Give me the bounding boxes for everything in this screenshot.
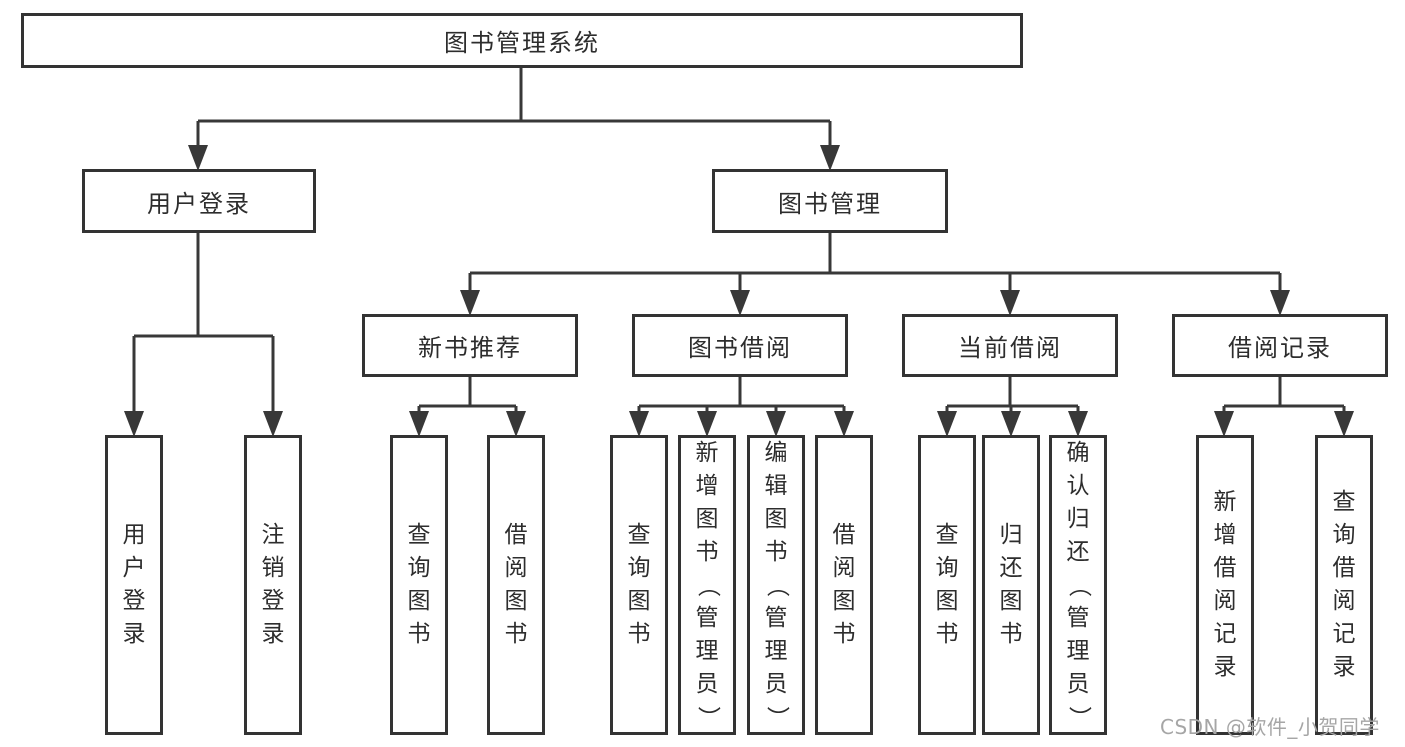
node-label: 新书推荐 bbox=[418, 334, 522, 362]
leaf-query-books-recommend: 查询图书 bbox=[390, 435, 448, 735]
node-label: 新增借阅记录 bbox=[1213, 489, 1237, 680]
node-label: 查询图书 bbox=[627, 522, 651, 647]
node-current-borrow: 当前借阅 bbox=[902, 314, 1118, 377]
node-label: 借阅图书 bbox=[832, 522, 856, 647]
branch-current-borrow bbox=[937, 377, 1088, 437]
branch-borrow-records bbox=[1214, 377, 1354, 437]
csdn-watermark: CSDN @软件_小贺同学 bbox=[1160, 715, 1380, 739]
leaf-return-books: 归还图书 bbox=[982, 435, 1040, 735]
node-book-management: 图书管理 bbox=[712, 169, 948, 233]
node-label: 编辑图书（管理员） bbox=[763, 439, 790, 729]
node-book-borrow: 图书借阅 bbox=[632, 314, 848, 377]
node-borrow-records: 借阅记录 bbox=[1172, 314, 1388, 377]
node-label: 借阅图书 bbox=[504, 522, 528, 647]
node-new-book-recommend: 新书推荐 bbox=[362, 314, 578, 377]
node-label: 查询借阅记录 bbox=[1332, 489, 1356, 680]
node-label: 查询图书 bbox=[407, 522, 431, 647]
branch-book-management bbox=[460, 233, 1290, 316]
node-label: 图书管理系统 bbox=[444, 29, 600, 57]
branch-book-borrow bbox=[629, 377, 854, 437]
node-label: 图书管理 bbox=[778, 189, 882, 218]
branch-new-book-recommend bbox=[409, 377, 526, 437]
node-user-login: 用户登录 bbox=[82, 169, 316, 233]
leaf-query-books-current: 查询图书 bbox=[918, 435, 976, 735]
branch-user-login bbox=[124, 233, 283, 437]
node-library-management-system: 图书管理系统 bbox=[21, 13, 1023, 68]
leaf-query-borrow-record: 查询借阅记录 bbox=[1315, 435, 1373, 735]
leaf-add-books-admin: 新增图书（管理员） bbox=[678, 435, 736, 735]
node-label: 图书借阅 bbox=[688, 334, 792, 362]
node-label: 当前借阅 bbox=[958, 334, 1062, 362]
node-label: 用户登录 bbox=[147, 189, 251, 218]
leaf-borrow-books: 借阅图书 bbox=[815, 435, 873, 735]
leaf-query-books-borrow: 查询图书 bbox=[610, 435, 668, 735]
node-label: 注销登录 bbox=[261, 522, 285, 647]
leaf-edit-books-admin: 编辑图书（管理员） bbox=[747, 435, 805, 735]
node-label: 归还图书 bbox=[999, 522, 1023, 647]
leaf-user-login: 用户登录 bbox=[105, 435, 163, 735]
node-label: 确认归还（管理员） bbox=[1065, 439, 1092, 729]
leaf-add-borrow-record: 新增借阅记录 bbox=[1196, 435, 1254, 735]
node-label: 用户登录 bbox=[122, 522, 146, 647]
node-label: 查询图书 bbox=[935, 522, 959, 647]
node-label: 新增图书（管理员） bbox=[694, 439, 721, 729]
branch-root bbox=[188, 68, 840, 171]
leaf-borrow-books-recommend: 借阅图书 bbox=[487, 435, 545, 735]
leaf-confirm-return-admin: 确认归还（管理员） bbox=[1049, 435, 1107, 735]
leaf-logout: 注销登录 bbox=[244, 435, 302, 735]
node-label: 借阅记录 bbox=[1228, 334, 1332, 362]
